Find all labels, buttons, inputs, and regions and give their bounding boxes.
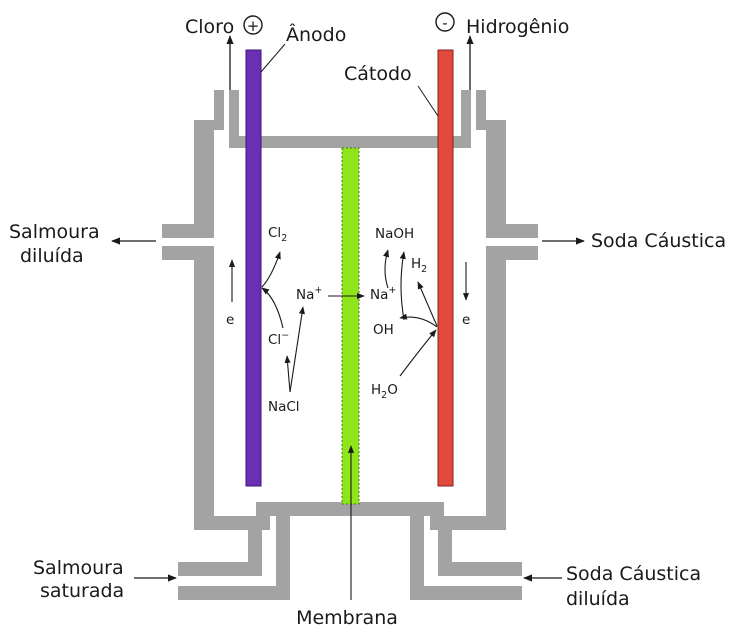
label-oh: OH (373, 322, 394, 338)
h2o-to-cathode-arrow (399, 329, 437, 377)
label-soda-caustica: Soda Cáustica (591, 230, 726, 252)
label-membrana: Membrana (296, 607, 398, 629)
clminus-to-anode-arrow (261, 287, 284, 329)
label-h2o: H2O (371, 382, 398, 401)
cell-wall (162, 90, 538, 600)
catodo-pointer (417, 85, 439, 117)
anode-electrode (245, 49, 262, 487)
label-clminus: Cl− (268, 330, 289, 348)
label-catodo: Cátodo (344, 63, 412, 85)
label-salmoura-diluida-1: Salmoura (9, 221, 100, 243)
nacl-to-na-arrow (289, 306, 305, 393)
h2-arrow (417, 281, 438, 327)
minus-sign: - (442, 14, 447, 32)
minus-terminal-icon (435, 12, 455, 32)
plus-terminal-icon (243, 15, 263, 35)
label-nacl: NaCl (268, 399, 300, 415)
label-naoh: NaOH (375, 226, 414, 242)
label-h2: H2 (411, 256, 427, 275)
oh-to-naoh-arrow (399, 251, 406, 321)
nacl-to-clminus-arrow (284, 355, 291, 393)
label-soda-diluida-2: diluída (566, 588, 630, 610)
label-soda-diluida-1: Soda Cáustica (566, 563, 701, 585)
label-e-right: e (462, 312, 470, 328)
label-salmoura-saturada-2: saturada (40, 580, 124, 602)
label-salmoura-diluida-2: diluída (20, 245, 84, 267)
label-salmoura-saturada-1: Salmoura (33, 557, 124, 579)
label-cloro: Cloro (185, 16, 234, 38)
anodo-pointer (260, 43, 286, 73)
oh-arrow (399, 313, 438, 328)
plus-sign: + (247, 17, 260, 35)
label-na-right: Na+ (370, 285, 396, 303)
label-anodo: Ânodo (286, 23, 346, 46)
na-to-naoh-arrow (383, 249, 389, 289)
label-hidrogenio: Hidrogênio (466, 16, 569, 38)
cathode-electrode (437, 49, 454, 487)
label-cl2: Cl2 (268, 225, 287, 244)
label-e-left: e (226, 312, 234, 328)
label-na-left: Na+ (296, 285, 322, 303)
cl2-arrow (261, 251, 281, 288)
